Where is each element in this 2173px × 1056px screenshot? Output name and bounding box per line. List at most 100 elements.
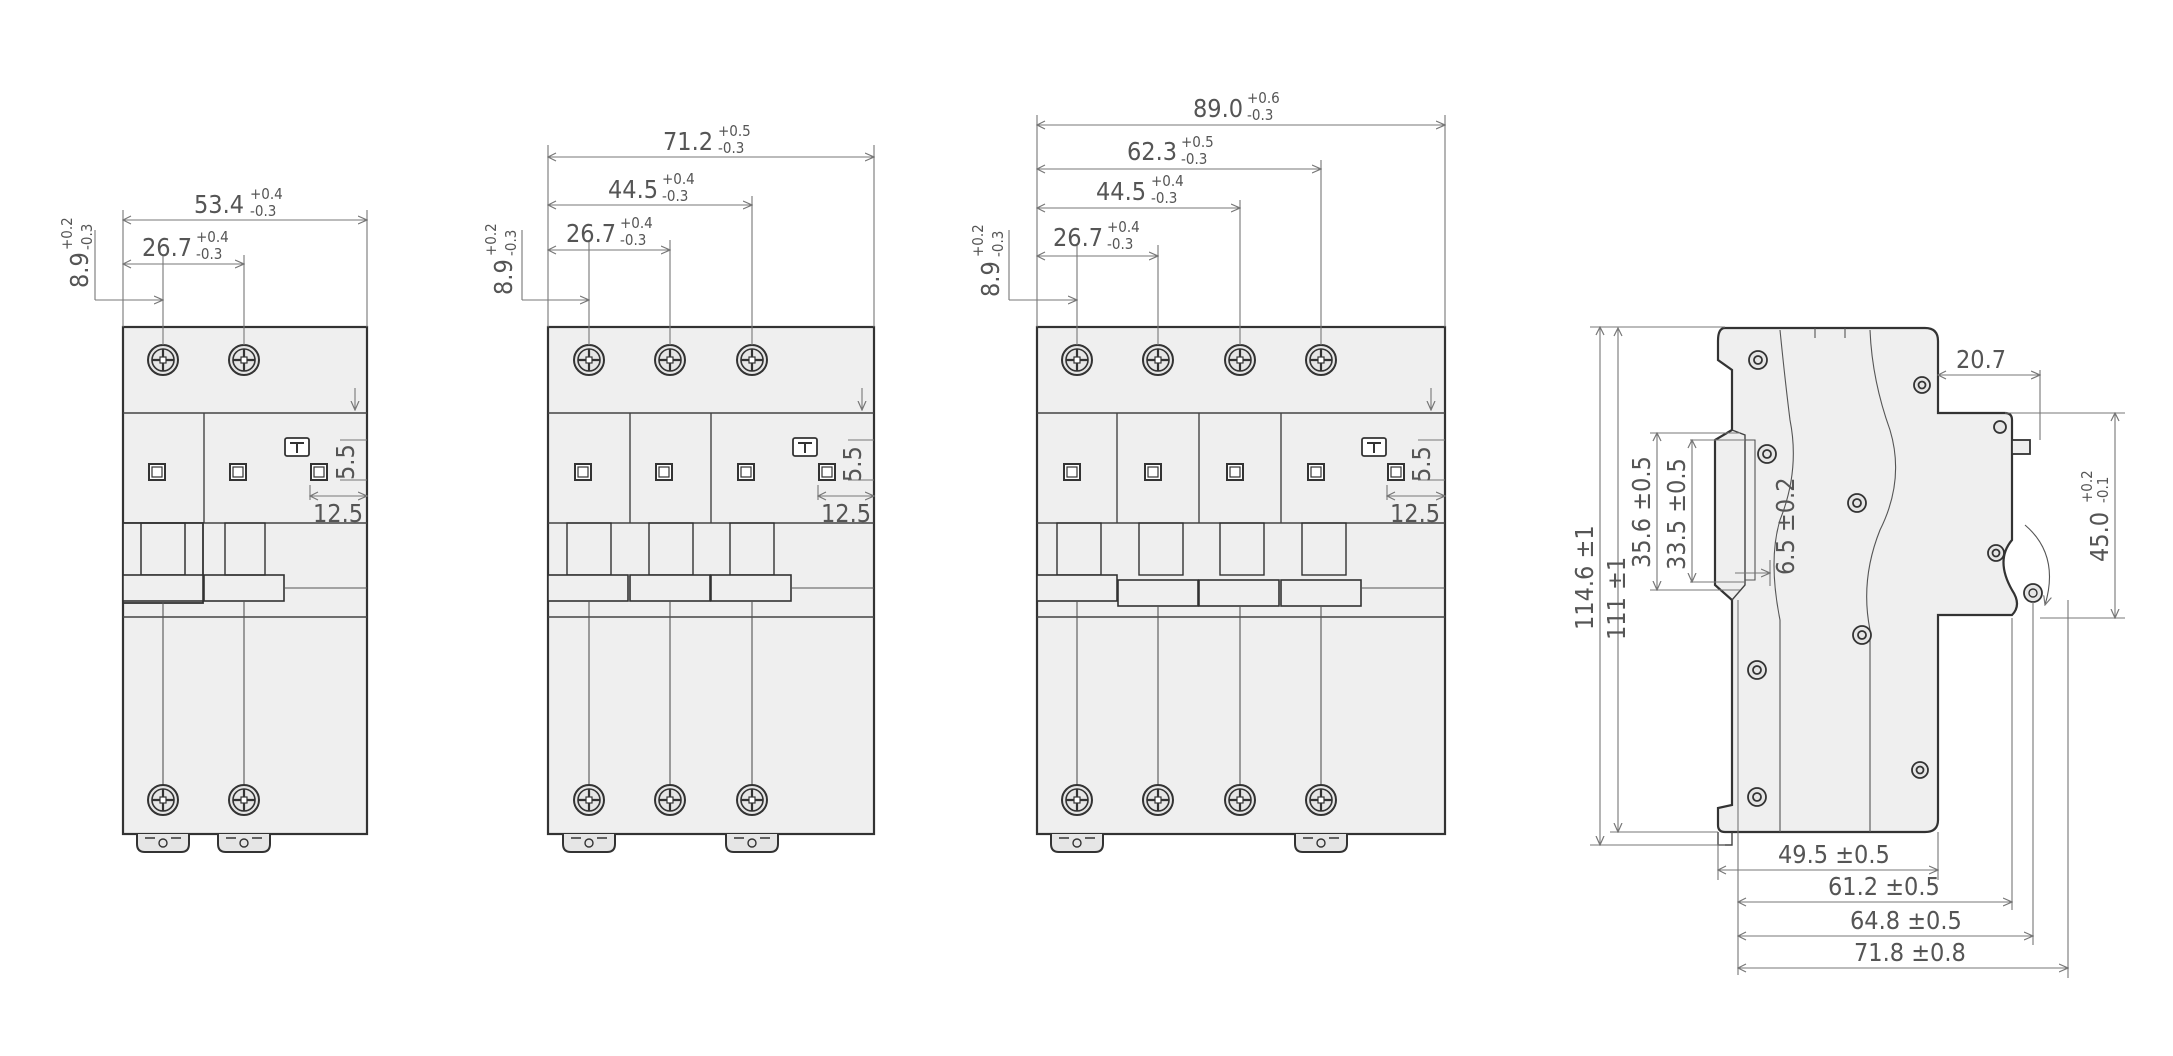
side-profile-view: 114.6 ±1 111 ±1 35.6 ±0.5 33.5 ±0.5 6.5 … [1570,327,2125,978]
status-window [1226,463,1244,481]
mounting-hole [1993,420,2007,434]
terminal-screw [1304,343,1338,377]
svg-text:+0.4: +0.4 [196,228,229,246]
four-pole-pitch3: 62.3 [1127,137,1177,166]
depth-1: 49.5 ±0.5 [1778,840,1890,869]
test-button-icon [1361,437,1387,457]
din-clip [725,833,779,853]
terminal-screw [1223,783,1257,817]
three-pole-offset: 8.9 [489,259,518,295]
test-button-icon [792,437,818,457]
terminal-screw [1141,783,1175,817]
indicator-height: 5.5 [331,444,360,480]
svg-text:+0.5: +0.5 [1181,133,1214,151]
two-pole-front-view: 53.4 +0.4 -0.3 26.7 +0.4 -0.3 8.9 +0.2 -… [58,185,369,853]
svg-text:-0.3: -0.3 [620,231,646,249]
svg-text:-0.3: -0.3 [662,187,688,205]
terminal-screw [653,783,687,817]
terminal-screw [1060,783,1094,817]
two-pole-offset: 8.9 [65,252,94,288]
svg-text:-0.1: -0.1 [2094,477,2112,503]
indicator-height: 5.5 [838,446,867,482]
top-step: 20.7 [1956,345,2006,374]
mounting-hole [1913,376,1931,394]
status-window [1063,463,1081,481]
terminal-screw [572,343,606,377]
terminal-screw [146,783,180,817]
two-pole-width: 53.4 [194,190,244,219]
svg-text:+0.2: +0.2 [482,223,500,256]
terminal-screw [1141,343,1175,377]
svg-text:+0.4: +0.4 [662,170,695,188]
mounting-hole [1757,444,1777,464]
indicator-window [818,463,836,481]
svg-text:+0.5: +0.5 [718,122,751,140]
indicator-offset: 12.5 [313,499,363,528]
mounting-hole [1911,761,1929,779]
svg-text:+0.2: +0.2 [969,224,987,257]
mounting-hole [1747,787,1767,807]
terminal-screw [1223,343,1257,377]
depth-4: 71.8 ±0.8 [1854,938,1966,967]
pivot-icon [2023,583,2043,603]
svg-text:-0.3: -0.3 [989,231,1007,257]
status-window [148,463,166,481]
three-pole-width: 71.2 [663,127,713,156]
status-window [229,463,247,481]
status-window [574,463,592,481]
three-pole-pitch2: 44.5 [608,175,658,204]
rail-inner: 33.5 ±0.5 [1662,458,1691,570]
din-clip [217,833,271,853]
status-window [655,463,673,481]
status-window [737,463,755,481]
indicator-offset: 12.5 [1390,499,1440,528]
four-pole-width: 89.0 [1193,94,1243,123]
test-button-icon [284,437,310,457]
svg-text:-0.3: -0.3 [196,245,222,263]
terminal-screw [1060,343,1094,377]
terminal-screw [146,343,180,377]
terminal-screw [735,783,769,817]
terminal-screw [1304,783,1338,817]
svg-text:-0.3: -0.3 [1247,106,1273,124]
din-clip [1050,833,1104,853]
indicator-height: 5.5 [1407,446,1436,482]
svg-text:+0.4: +0.4 [1151,172,1184,190]
side-body-outline [1713,326,2019,834]
svg-text:+0.2: +0.2 [58,217,76,250]
mounting-hole [1747,660,1767,680]
terminal-screw [653,343,687,377]
svg-text:-0.3: -0.3 [502,230,520,256]
four-pole-pitch2: 44.5 [1096,177,1146,206]
two-pole-pitch: 26.7 [142,233,192,262]
mounting-hole [1987,544,2005,562]
svg-text:+0.4: +0.4 [1107,218,1140,236]
four-pole-pitch: 26.7 [1053,223,1103,252]
svg-text:-0.3: -0.3 [1151,189,1177,207]
indicator-window [310,463,328,481]
status-window [1307,463,1325,481]
svg-text:-0.3: -0.3 [78,224,96,250]
mounting-hole [1852,625,1872,645]
svg-text:-0.3: -0.3 [250,202,276,220]
din-clip [1294,833,1348,853]
status-window [1144,463,1162,481]
four-pole-offset: 8.9 [976,261,1005,297]
mounting-hole [1748,350,1768,370]
four-pole-front-view: 89.0 +0.6 -0.3 62.3 +0.5 -0.3 44.5 +0.4 … [969,89,1447,853]
body-height: 111 ±1 [1602,557,1631,640]
terminal-screw [735,343,769,377]
svg-text:-0.3: -0.3 [718,139,744,157]
svg-text:+0.6: +0.6 [1247,89,1280,107]
svg-text:+0.2: +0.2 [2078,470,2096,503]
front-height: 45.0 [2085,512,2114,562]
three-pole-front-view: 71.2 +0.5 -0.3 44.5 +0.4 -0.3 26.7 +0.4 … [482,122,876,853]
svg-text:+0.4: +0.4 [250,185,283,203]
depth-3: 64.8 ±0.5 [1850,906,1962,935]
terminal-screw [227,343,261,377]
side-lever [2011,439,2031,455]
mounting-hole [1847,493,1867,513]
indicator-window [1387,463,1405,481]
rail-depth: 6.5 ±0.2 [1771,478,1800,576]
